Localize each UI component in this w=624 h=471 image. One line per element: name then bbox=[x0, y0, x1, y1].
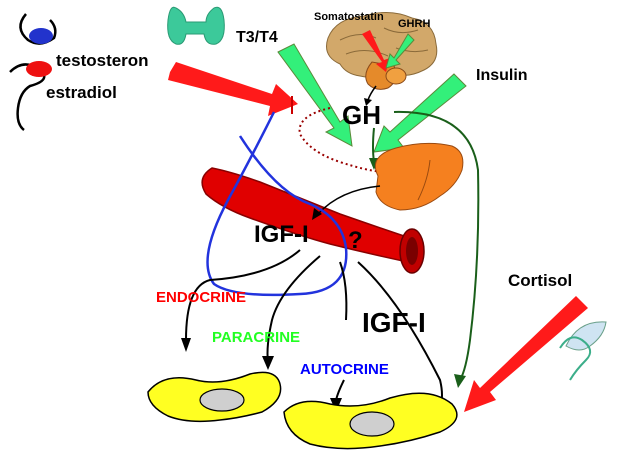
endocrine-line bbox=[185, 249, 301, 341]
paracrine-label: PARACRINE bbox=[212, 329, 300, 346]
igf1-big-label: IGF-I bbox=[362, 307, 426, 338]
t3t4-arrow bbox=[277, 43, 353, 147]
gh-label: GH bbox=[342, 100, 381, 130]
brain-icon bbox=[326, 12, 438, 90]
insulin-label: Insulin bbox=[476, 67, 528, 84]
paracrine-branch-line bbox=[339, 261, 348, 321]
feedback-dotted-line bbox=[298, 107, 383, 173]
liver-to-vessel-arrowhead bbox=[312, 208, 322, 220]
igf1-vessel-label: IGF-I bbox=[254, 221, 309, 248]
ovary-icon bbox=[9, 61, 52, 131]
autocrine-label: AUTOCRINE bbox=[300, 361, 389, 378]
endocrine-label: ENDOCRINE bbox=[156, 289, 246, 306]
estradiol-label: estradiol bbox=[46, 83, 117, 102]
cortisol-label: Cortisol bbox=[508, 271, 572, 290]
paracrine-arrowhead bbox=[262, 356, 274, 370]
cortisol-arrow bbox=[464, 296, 588, 412]
paracrine-line bbox=[266, 255, 321, 363]
cell-icon bbox=[283, 392, 458, 450]
autocrine-arrow-line bbox=[335, 379, 345, 401]
sex-steroid-arrow bbox=[168, 62, 298, 116]
testis-icon bbox=[19, 13, 57, 45]
gh-to-cell-line bbox=[393, 110, 480, 381]
gh-to-cell-arrowhead bbox=[454, 374, 466, 388]
thyroid-icon bbox=[167, 6, 225, 45]
vessel-icon bbox=[201, 167, 425, 274]
pituitary-gh-arrowhead bbox=[364, 98, 372, 106]
blue-loop-line bbox=[206, 111, 348, 297]
somatostatin-label: Somatostatin bbox=[314, 11, 384, 23]
endocrine-arrowhead bbox=[181, 338, 191, 352]
question-mark: ? bbox=[348, 227, 363, 254]
pituitary-gh-arrow bbox=[367, 85, 377, 101]
ghrh-label: GHRH bbox=[398, 18, 430, 30]
ghrh-arrow bbox=[385, 33, 415, 69]
testosteron-label: testosteron bbox=[56, 51, 149, 70]
somatostatin-arrow bbox=[362, 30, 390, 72]
t3t4-label: T3/T4 bbox=[236, 29, 278, 46]
cell-icon bbox=[147, 371, 282, 423]
adrenal-icon bbox=[559, 321, 607, 381]
liver-icon bbox=[374, 142, 464, 211]
gh-to-liver-line bbox=[372, 127, 375, 163]
